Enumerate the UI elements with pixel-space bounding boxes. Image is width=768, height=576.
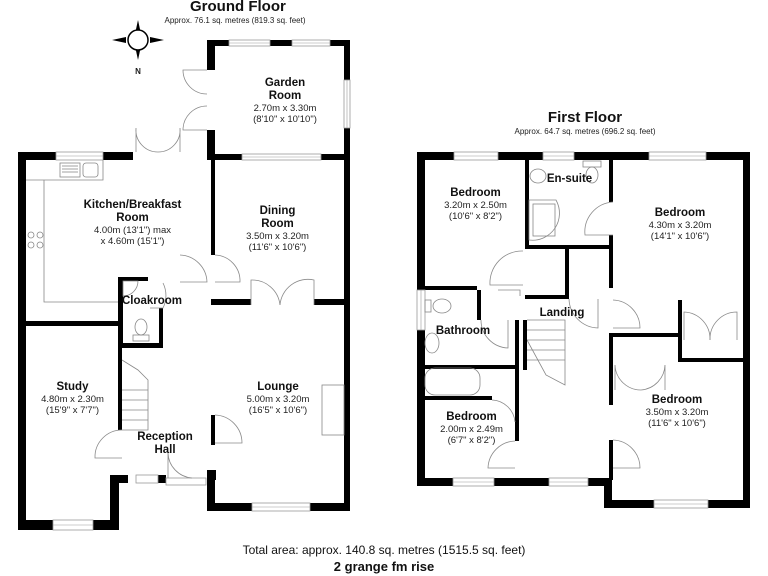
room-name: Cloakroom	[121, 295, 183, 307]
room-name-line2: Room	[261, 218, 294, 230]
compass-icon	[112, 20, 164, 60]
room-label-bedroom-4: Bedroom 2.00m x 2.49m (6'7" x 8'2")	[424, 411, 519, 446]
room-dimensions-imperial: x 4.60m (15'1")	[100, 236, 165, 247]
room-dimensions-imperial: (10'6" x 8'2")	[448, 211, 503, 222]
first-floor-walls	[417, 152, 750, 508]
room-name: Bedroom	[651, 394, 703, 406]
room-name-line2: Room	[116, 212, 149, 224]
first-floor-area: Approx. 64.7 sq. metres (696.2 sq. feet)	[514, 127, 656, 136]
room-dimensions-metric: 4.00m (13'1") max	[94, 225, 171, 236]
first-floor-windows	[416, 151, 709, 509]
room-dimensions-metric: 2.00m x 2.49m	[440, 424, 503, 435]
ground-floor-title: Ground Floor	[190, 0, 286, 15]
compass-north-label: N	[135, 67, 141, 76]
room-dimensions-metric: 2.70m x 3.30m	[253, 103, 317, 114]
room-dimensions-imperial: (15'9" x 7'7")	[45, 405, 100, 416]
first-floor-doors	[480, 201, 738, 469]
room-name: Garden	[264, 77, 306, 89]
room-label-cloakroom: Cloakroom	[117, 295, 187, 308]
first-floor-title: First Floor	[547, 109, 623, 126]
room-label-kitchen-breakfast-room: Kitchen/Breakfast Room 4.00m (13'1") max…	[60, 199, 205, 247]
room-name: Bedroom	[654, 207, 706, 219]
first-floor-fixtures	[424, 160, 602, 396]
room-label-dining-room: Dining Room 3.50m x 3.20m (11'6" x 10'6"…	[220, 205, 335, 253]
room-dimensions-metric: 3.50m x 3.20m	[246, 231, 309, 242]
room-dimensions-imperial: (11'6" x 10'6")	[248, 242, 307, 253]
room-label-garden-room: Garden Room 2.70m x 3.30m (8'10" x 10'10…	[230, 77, 340, 125]
room-label-reception-hall: Reception Hall	[125, 431, 205, 457]
room-name: Bathroom	[435, 325, 491, 337]
room-dimensions-metric: 3.20m x 2.50m	[444, 200, 507, 211]
room-name: Bedroom	[446, 411, 497, 423]
ground-floor-doors	[94, 69, 315, 479]
room-label-bedroom-2: Bedroom 4.30m x 3.20m (14'1" x 10'6")	[625, 207, 735, 242]
room-dimensions-metric: 3.50m x 3.20m	[645, 407, 709, 418]
room-dimensions-imperial: (11'6" x 10'6")	[648, 418, 706, 429]
room-name: Study	[56, 381, 89, 393]
room-label-en-suite: En-suite	[542, 173, 597, 186]
room-name: Landing	[539, 307, 585, 319]
room-label-bedroom-1: Bedroom 3.20m x 2.50m (10'6" x 8'2")	[428, 187, 523, 222]
room-name-line2: Hall	[154, 444, 176, 456]
room-name: Kitchen/Breakfast	[83, 199, 182, 211]
ground-floor-windows	[52, 39, 351, 531]
room-dimensions-metric: 4.80m x 2.30m	[41, 394, 104, 405]
room-name: Reception	[137, 431, 193, 443]
room-dimensions-metric: 4.30m x 3.20m	[648, 220, 712, 231]
room-name-line2: Room	[268, 90, 302, 102]
room-dimensions-metric: 5.00m x 3.20m	[246, 394, 310, 405]
room-dimensions-imperial: (6'7" x 8'2")	[447, 435, 496, 446]
room-name: Bedroom	[450, 187, 501, 199]
total-area: Total area: approx. 140.8 sq. metres (15…	[242, 543, 526, 557]
room-label-bathroom: Bathroom	[428, 325, 498, 338]
room-label-bedroom-3: Bedroom 3.50m x 3.20m (11'6" x 10'6")	[622, 394, 732, 429]
room-name: Lounge	[257, 381, 299, 393]
ground-floor-walls	[18, 40, 350, 530]
room-dimensions-imperial: (8'10" x 10'10")	[253, 114, 317, 125]
ground-floor-area: Approx. 76.1 sq. metres (819.3 sq. feet)	[164, 16, 306, 25]
ground-floor-fixtures	[26, 160, 345, 436]
room-label-landing: Landing	[532, 307, 592, 320]
room-dimensions-imperial: (14'1" x 10'6")	[650, 231, 710, 242]
property-address: 2 grange fm rise	[333, 559, 435, 574]
room-label-study: Study 4.80m x 2.30m (15'9" x 7'7")	[30, 381, 115, 416]
room-name: En-suite	[546, 173, 593, 185]
room-label-lounge: Lounge 5.00m x 3.20m (16'5" x 10'6")	[228, 381, 328, 416]
room-dimensions-imperial: (16'5" x 10'6")	[248, 405, 308, 416]
room-name: Dining	[259, 205, 296, 217]
